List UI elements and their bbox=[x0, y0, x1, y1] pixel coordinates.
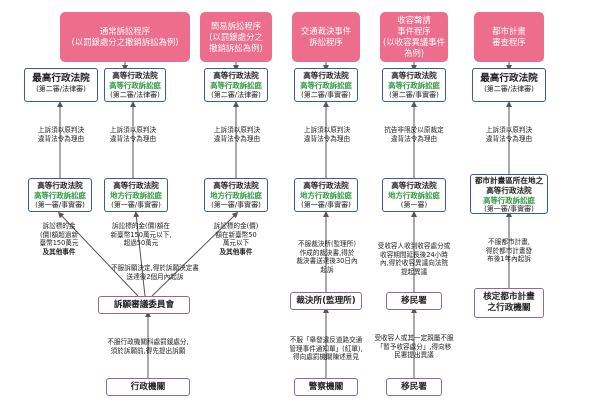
appeal-note-2: 上訴須以原判決 違背法令為理由 bbox=[109, 126, 157, 143]
immigration-office-box-2: 移民署 bbox=[386, 378, 442, 396]
urban-high-court-box: 都市計畫區所在地之高等行政法院高等行政訴訟庭(第一審/事實審) bbox=[470, 174, 548, 214]
appeal-note-4: 上訴須以原判決 違背法令為理由 bbox=[303, 126, 351, 143]
high-court-appeal-box-3: 高等行政法院高等行政訴訟庭(第二審/法律審) bbox=[204, 68, 268, 102]
immigration-office-box-1: 移民署 bbox=[386, 292, 442, 310]
header-detention-procedure: 收容聲請 事件程序 (以收容異議事件 為例) bbox=[380, 12, 448, 62]
amount-note-3: 訴訟標的金(價) 額在新臺幣50 萬元以下及其他事件 bbox=[213, 222, 259, 256]
traffic-ticket-note: 不服「舉發違反道路交通 管理事件通知單」(紅單), 得向處罰機關陳述意見 bbox=[289, 336, 363, 362]
traffic-ruling-note: 不服裁決所(監理所) 作成的裁決書,得於 裁決書送達後30日內 起訴 bbox=[296, 240, 358, 274]
supreme-court-box-6: 最高行政法院(第二審/法律審) bbox=[472, 68, 546, 102]
petition-committee-box: 訴願審議委員會 bbox=[98, 296, 190, 314]
high-court-first-box-5: 高等行政法院地方行政訴訟庭(第一審) bbox=[382, 178, 446, 212]
appeal-note-1: 上訴須以原判決 違背法令為理由 bbox=[37, 126, 85, 143]
agency-penalty-note: 不服行政機關科處罰鍰處分, 須於訴願前,得先提出訴願 bbox=[107, 338, 189, 355]
high-court-first-box-1: 高等行政法院高等行政訴訟庭(第一審/事實審) bbox=[28, 178, 92, 212]
high-court-first-box-2: 高等行政法院地方行政訴訟庭(第一審/事實審) bbox=[104, 178, 168, 212]
urban-plan-note: 不服都市計畫, 得於都市計畫發 布後1年內起訴 bbox=[485, 238, 533, 264]
appeal-note-3: 上訴須以原判決 違背法令為理由 bbox=[213, 126, 261, 143]
header-general-procedure: 通常訴訟程序 (以罰鍰處分之撤銷訴訟為例) bbox=[60, 12, 190, 62]
high-court-first-box-4: 高等行政法院地方行政訴訟庭(第一審/事實審) bbox=[294, 178, 358, 212]
petition-decision-note: 不服訴願決定,得於訴願決定書 送達後2個月內起訴 bbox=[111, 264, 199, 281]
amount-note-2: 訴訟標的金(價)額在 新臺幣150萬元以下, 超過50萬元 bbox=[110, 222, 172, 248]
header-urban-plan-procedure: 都市計畫 審查程序 bbox=[474, 12, 544, 62]
high-court-appeal-box-5: 高等行政法院高等行政訴訟庭(第二審/事實審) bbox=[382, 68, 446, 102]
header-simple-procedure: 簡易訴訟程序 (以罰鍰處分之 撤銷訴訟為例) bbox=[200, 12, 272, 62]
amount-note-1: 訴訟標的金 (價)額超過新 臺幣150萬元及其他事件 bbox=[39, 222, 79, 256]
high-court-appeal-box-4: 高等行政法院高等行政訴訟庭(第二審/事實審) bbox=[294, 68, 358, 102]
administrative-agency-box: 行政機關 bbox=[106, 378, 190, 396]
ruling-office-box: 裁決所(監理所) bbox=[290, 292, 362, 310]
header-traffic-procedure: 交通裁決事件 訴訟程序 bbox=[292, 12, 360, 62]
detention-rule-note: 受收容人收到收容處分或 收容期間延長後24小時 內,得於收容異議向法院 提起異議 bbox=[377, 242, 451, 276]
high-court-first-box-3: 高等行政法院地方行政訴訟庭(第一審/事實審) bbox=[204, 178, 268, 212]
appeal-note-6: 上訴須以原判決 違背法令為理由 bbox=[485, 126, 533, 143]
high-court-appeal-box-2: 高等行政法院高等行政訴訟庭(第二審/法律審) bbox=[104, 68, 166, 102]
police-agency-box: 警察機關 bbox=[294, 378, 358, 396]
immigration-objection-note: 受收容人或其一定親屬不服 「暫予收容處分」,得向移 民署提出異議 bbox=[374, 334, 454, 360]
supreme-court-box-1: 最高行政法院(第二審/法律審) bbox=[24, 68, 98, 102]
urban-plan-agency-box: 核定都市計畫 之行政機關 bbox=[474, 288, 544, 318]
appeal-note-5: 抗告非限於以原裁定 違背法令為理由 bbox=[384, 126, 444, 143]
